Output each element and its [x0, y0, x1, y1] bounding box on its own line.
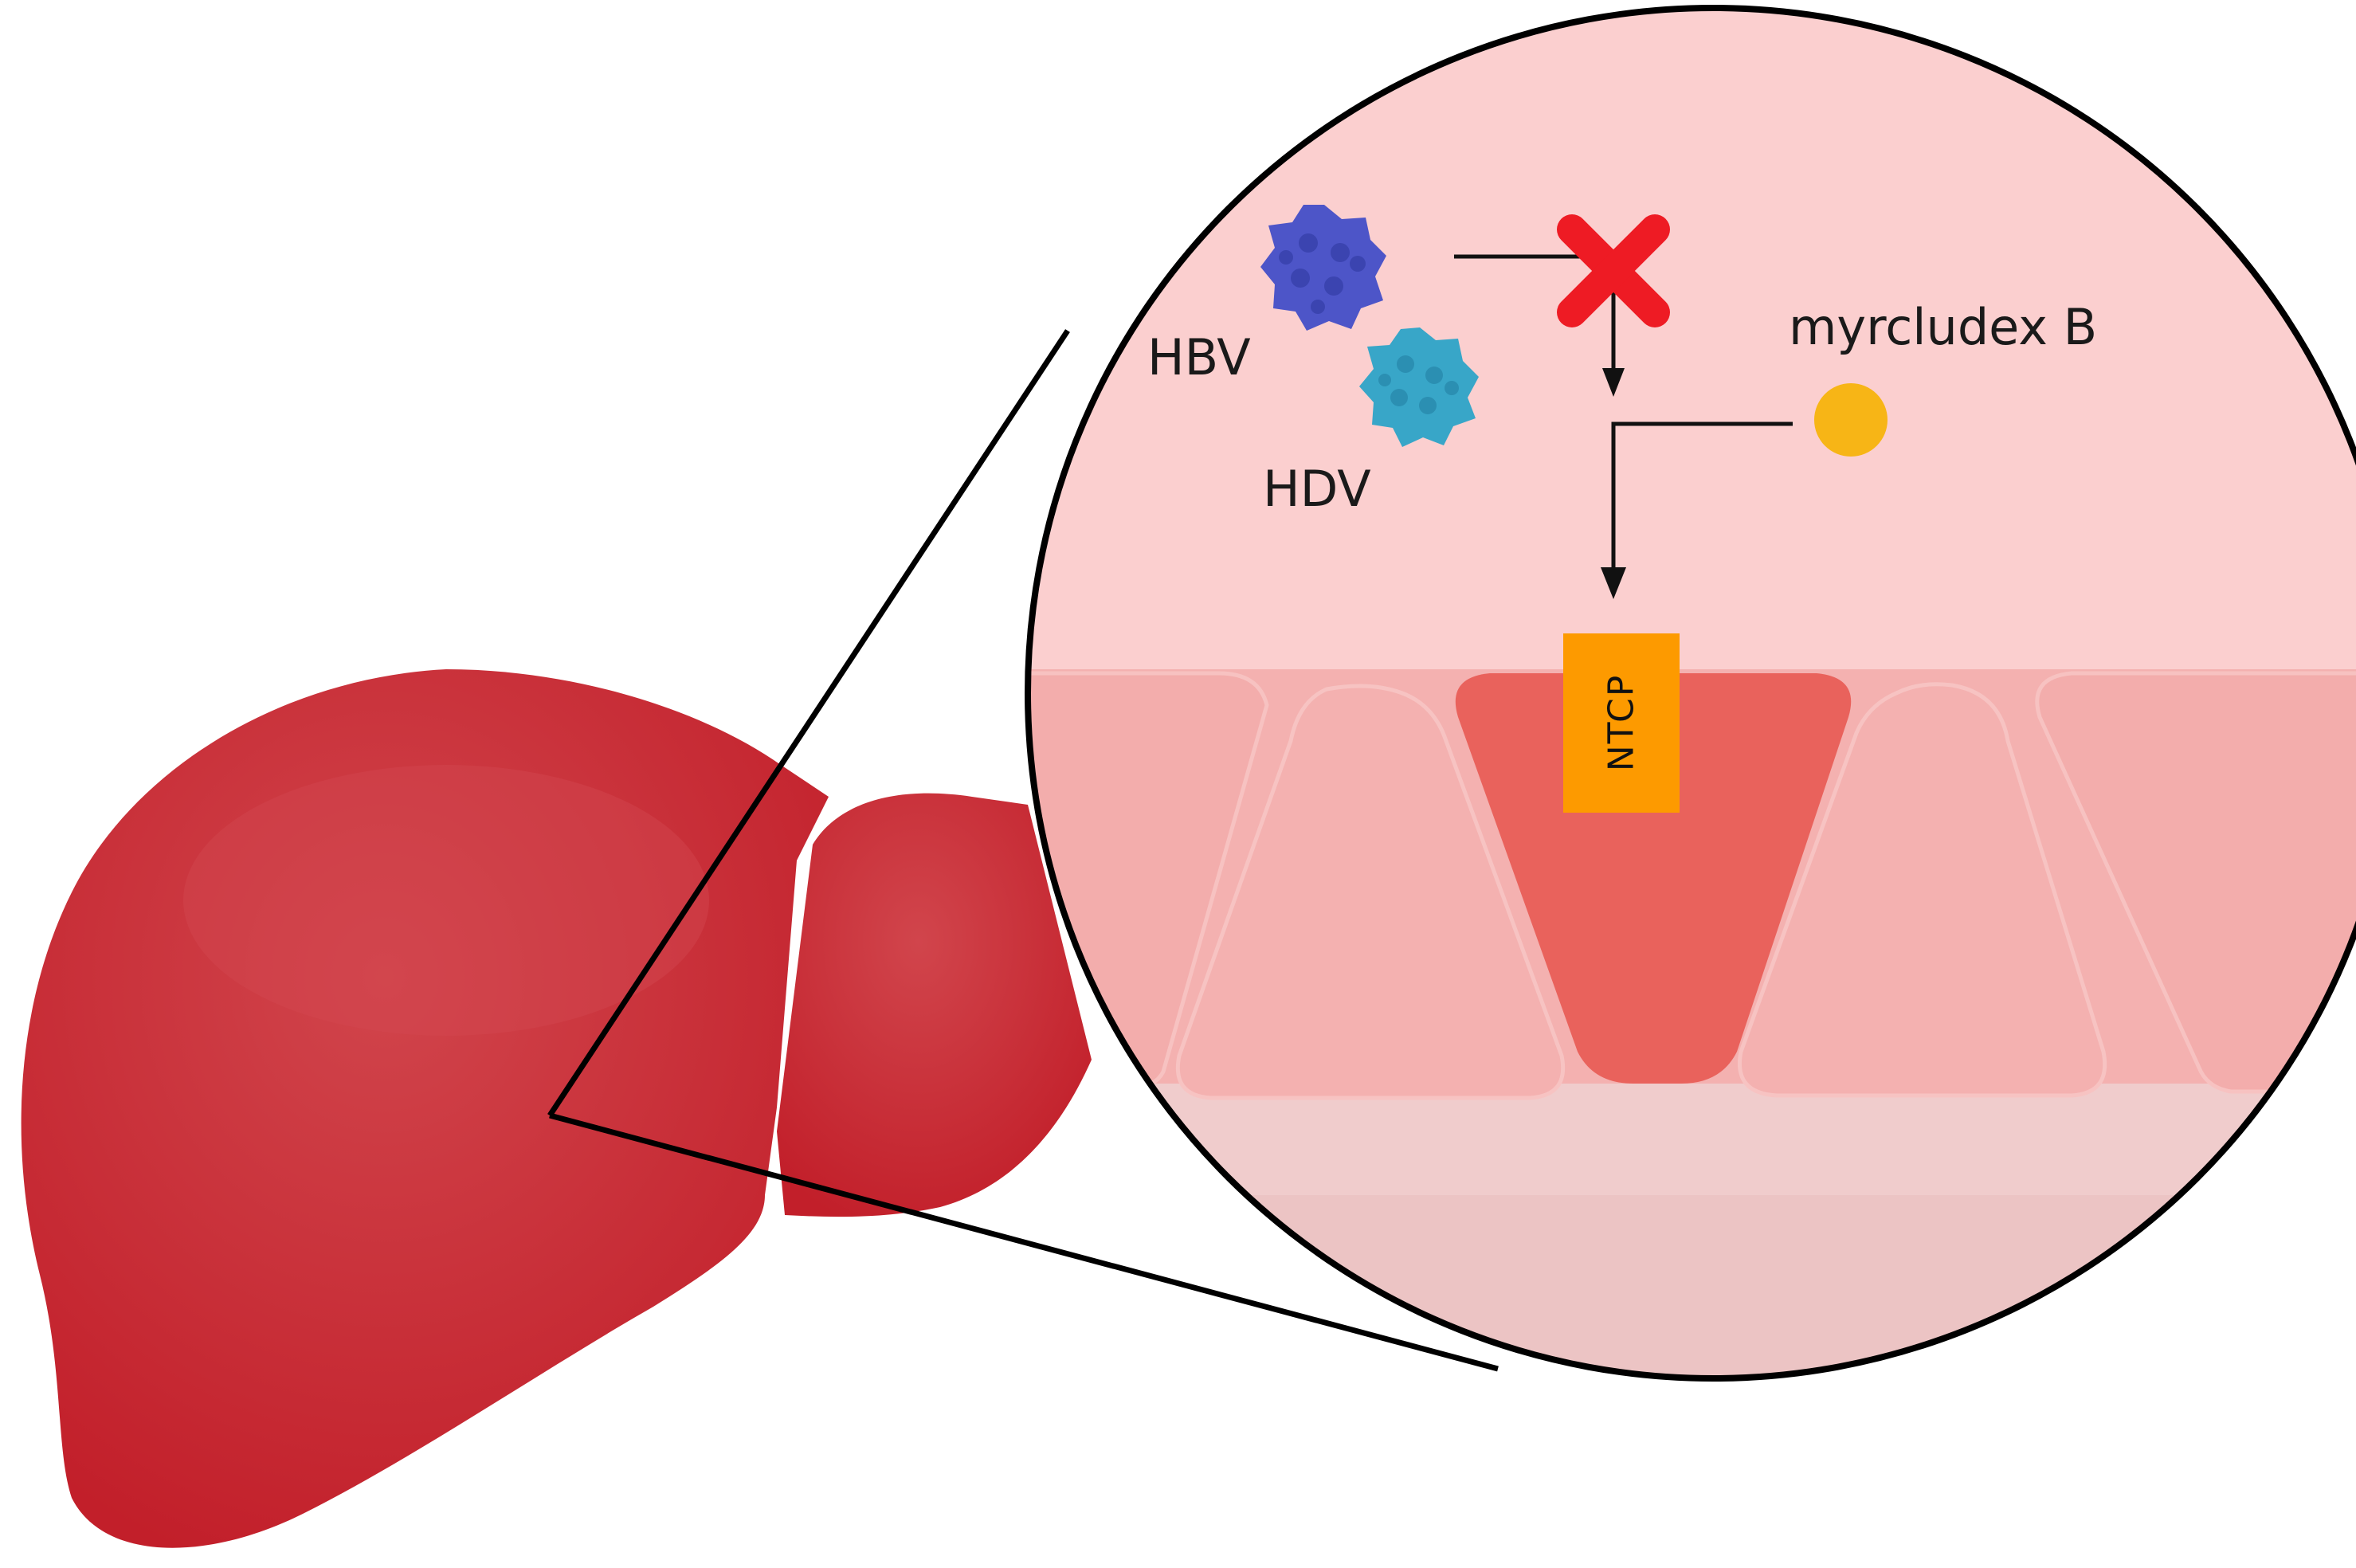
hbv-particle-icon: [1260, 205, 1386, 331]
liver-right-lobe: [21, 669, 829, 1548]
hepatocyte-ntcp-cell: [1455, 673, 1852, 1084]
lower-tissue-deep: [1028, 1195, 2356, 1378]
blocked-entry-arrowhead: [1602, 368, 1625, 397]
liver-left-lobe: [777, 793, 1092, 1217]
hepatocyte-cell: [1175, 684, 1566, 1100]
hepatocyte-cell: [1738, 682, 2107, 1098]
hdv-particle-icon: [1359, 327, 1479, 447]
myrcludex-b-label: myrcludex B: [1789, 298, 2097, 356]
magnified-inset: NTCP HBV HDV myrcludex B: [1025, 5, 2356, 1382]
hepatocyte-cell: [2035, 671, 2356, 1094]
hdv-label: HDV: [1263, 460, 1371, 518]
drug-binding-path: [1611, 421, 1793, 574]
liver-highlight: [183, 765, 709, 1036]
ntcp-label: NTCP: [1601, 674, 1642, 771]
ntcp-receptor: NTCP: [1563, 633, 1680, 813]
hbv-label: HBV: [1147, 328, 1251, 386]
liver-illustration: [21, 669, 1092, 1548]
inset-outline: [1025, 5, 2356, 1382]
red-x-block-icon: [1557, 214, 1670, 327]
drug-binding-arrowhead: [1601, 567, 1626, 599]
zoom-callout: [547, 329, 1499, 1372]
callout-line-upper: [547, 329, 1070, 1117]
myrcludex-b-molecule-icon: [1814, 383, 1888, 457]
callout-line-lower: [549, 1112, 1499, 1372]
